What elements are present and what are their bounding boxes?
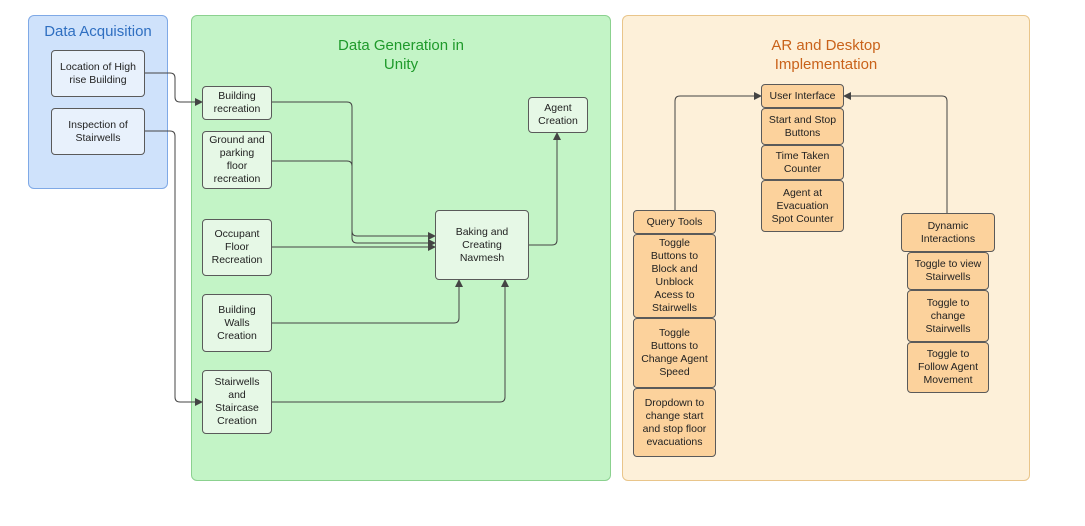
toggle-view-stairwells-node: Toggle to view Stairwells <box>907 252 989 290</box>
dynamic-interactions-node: Dynamic Interactions <box>901 213 995 252</box>
query-tools-node: Query Tools <box>633 210 716 234</box>
baking-navmesh-node: Baking and Creating Navmesh <box>435 210 529 280</box>
inspection-of-stairwells-node: Inspection of Stairwells <box>51 108 145 155</box>
toggle-agent-speed-node: Toggle Buttons to Change Agent Speed <box>633 318 716 388</box>
ar-desktop-title: AR and Desktop Implementation <box>771 37 881 73</box>
building-walls-creation-node: Building Walls Creation <box>202 294 272 352</box>
location-of-high-rise-building-node: Location of High rise Building <box>51 50 145 97</box>
toggle-change-stairwells-node: Toggle to change Stairwells <box>907 290 989 342</box>
agent-evacuation-counter-node: Agent at Evacuation Spot Counter <box>761 180 844 232</box>
agent-creation-node: Agent Creation <box>528 97 588 133</box>
dropdown-floor-node: Dropdown to change start and stop floor … <box>633 388 716 457</box>
building-recreation-node: Building recreation <box>202 86 272 120</box>
user-interface-node: User Interface <box>761 84 844 108</box>
data-generation-title: Data Generation in Unity <box>338 37 464 73</box>
toggle-follow-agent-node: Toggle to Follow Agent Movement <box>907 342 989 393</box>
stairwells-staircase-creation-node: Stairwells and Staircase Creation <box>202 370 272 434</box>
data-acquisition-title: Data Acquisition <box>44 23 152 40</box>
occupant-floor-recreation-node: Occupant Floor Recreation <box>202 219 272 276</box>
data-acquisition-panel: Data Acquisition <box>28 15 168 189</box>
time-taken-counter-node: Time Taken Counter <box>761 145 844 180</box>
ground-parking-recreation-node: Ground and parking floor recreation <box>202 131 272 189</box>
toggle-block-unblock-node: Toggle Buttons to Block and Unblock Aces… <box>633 234 716 318</box>
start-stop-buttons-node: Start and Stop Buttons <box>761 108 844 145</box>
